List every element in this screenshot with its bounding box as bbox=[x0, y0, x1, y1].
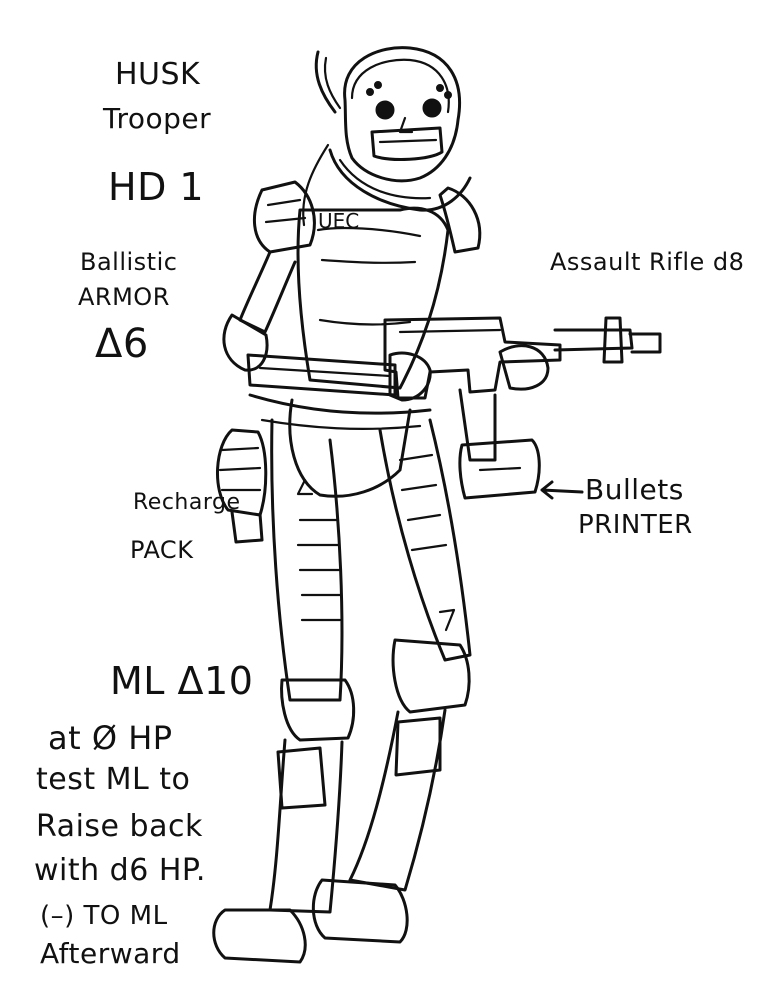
rifle-body bbox=[383, 316, 562, 400]
armor-label-1: Ballistic bbox=[80, 248, 178, 276]
printer-arrow bbox=[540, 480, 584, 500]
right-eye bbox=[422, 98, 442, 118]
printer-callout-1: Bullets bbox=[585, 473, 684, 506]
rule-line: Raise back bbox=[36, 809, 203, 844]
left-shoulder-pad bbox=[252, 180, 316, 254]
left-hand bbox=[388, 351, 432, 402]
left-elbow bbox=[222, 313, 269, 372]
rifle-muzzle bbox=[602, 316, 624, 364]
right-shoulder-pad bbox=[438, 186, 482, 254]
face-dot bbox=[366, 88, 374, 96]
printer-slot bbox=[478, 466, 522, 472]
helmet-rim bbox=[350, 58, 450, 114]
left-eye bbox=[375, 100, 395, 120]
antenna-inner bbox=[323, 56, 342, 110]
rule-line: (–) TO ML bbox=[40, 901, 168, 931]
pack-clip bbox=[230, 510, 264, 544]
belt-strap bbox=[260, 418, 422, 430]
rifle-stock bbox=[458, 388, 497, 462]
armor-label-2: ARMOR bbox=[78, 283, 170, 311]
left-boot bbox=[212, 908, 307, 964]
right-thigh bbox=[378, 418, 472, 662]
mask-slit bbox=[378, 138, 438, 144]
belt bbox=[248, 393, 432, 415]
forearm-detail bbox=[258, 366, 392, 378]
bullets-printer bbox=[458, 438, 541, 500]
chest-marking: UEC bbox=[318, 209, 359, 233]
rule-line: test ML to bbox=[36, 762, 191, 797]
antenna bbox=[314, 50, 337, 114]
rifle-barrel bbox=[553, 328, 634, 352]
left-upper-arm bbox=[238, 250, 297, 334]
chest-line bbox=[320, 258, 417, 264]
pack-callout-1: Recharge bbox=[133, 490, 241, 515]
collar-inner bbox=[338, 158, 432, 200]
right-thigh-bands bbox=[398, 453, 448, 552]
left-forearm bbox=[246, 353, 397, 397]
left-thigh bbox=[270, 418, 344, 702]
armor-value: Δ6 bbox=[95, 321, 149, 367]
rule-line: Afterward bbox=[40, 937, 181, 970]
morale-stat: ML Δ10 bbox=[110, 659, 254, 703]
thigh-marking-4 bbox=[296, 478, 314, 496]
right-shin-pad bbox=[394, 716, 442, 777]
face-dot bbox=[374, 81, 382, 89]
nose bbox=[398, 116, 414, 134]
face-dot bbox=[436, 84, 444, 92]
pack-callout-2: PACK bbox=[130, 536, 194, 564]
title-line-2: Trooper bbox=[103, 102, 212, 135]
rifle-tip bbox=[628, 332, 662, 354]
scarf bbox=[302, 143, 330, 227]
left-shin bbox=[268, 738, 344, 914]
helmet-outline bbox=[343, 46, 461, 183]
left-knee bbox=[280, 678, 356, 742]
right-knee bbox=[391, 638, 471, 714]
left-thigh-bands bbox=[296, 518, 342, 622]
weapon-callout: Assault Rifle d8 bbox=[550, 248, 745, 276]
leg-marking-7 bbox=[438, 608, 456, 632]
left-shin-pad bbox=[276, 746, 327, 810]
face-mask bbox=[370, 126, 444, 161]
pelvis bbox=[288, 398, 412, 498]
right-boot bbox=[311, 878, 409, 944]
right-hand bbox=[498, 344, 550, 391]
rifle-rail bbox=[398, 328, 502, 334]
face-dot bbox=[444, 91, 452, 99]
hit-dice: HD 1 bbox=[108, 165, 205, 209]
rule-line: with d6 HP. bbox=[34, 853, 206, 888]
pack-coil bbox=[218, 446, 262, 492]
belly-line bbox=[318, 318, 412, 326]
title-line-1: HUSK bbox=[115, 57, 201, 92]
printer-callout-2: PRINTER bbox=[578, 510, 693, 540]
chest-plate bbox=[316, 226, 422, 238]
rule-line: at Ø HP bbox=[48, 719, 173, 757]
